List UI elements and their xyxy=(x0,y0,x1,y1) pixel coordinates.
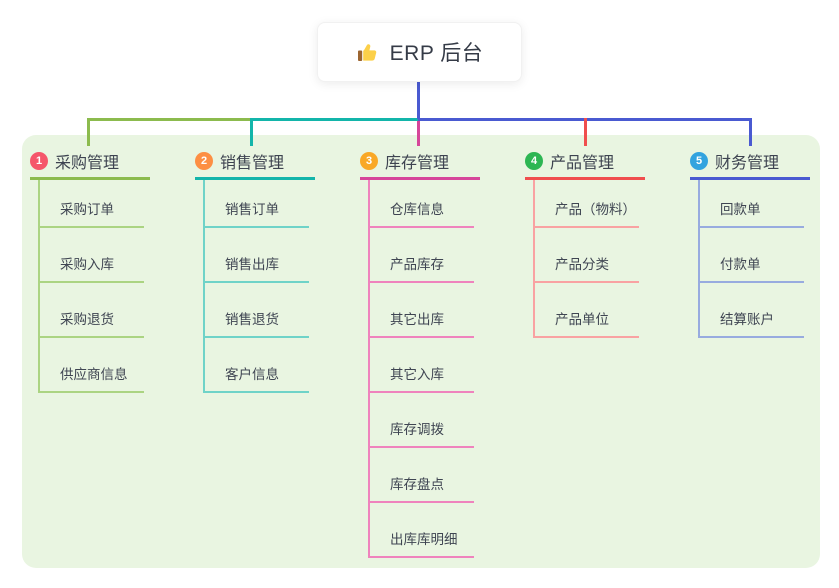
mindmap-node[interactable]: 其它入库 xyxy=(370,338,474,393)
badge-number-icon: 1 xyxy=(30,151,48,170)
node-label: 产品单位 xyxy=(555,312,609,327)
connector-line xyxy=(87,118,90,146)
mindmap-panel xyxy=(22,135,820,568)
mindmap-node[interactable]: 回款单 xyxy=(700,180,804,228)
connector-line xyxy=(252,118,418,121)
branch-node[interactable]: 4 产品管理 xyxy=(525,147,645,180)
badge-number-icon: 4 xyxy=(525,151,543,170)
node-label: 供应商信息 xyxy=(60,367,128,382)
node-label: 产品库存 xyxy=(390,257,444,272)
root-node-title: ERP 后台 xyxy=(389,42,484,65)
node-label: 采购入库 xyxy=(60,257,114,272)
badge-number-icon: 3 xyxy=(360,151,378,170)
mindmap-node[interactable]: 销售退货 xyxy=(205,283,309,338)
mindmap-node[interactable]: 销售出库 xyxy=(205,228,309,283)
root-node[interactable]: ERP 后台 xyxy=(317,22,522,82)
branch-children: 产品（物料） 产品分类 产品单位 xyxy=(533,180,639,338)
connector-line xyxy=(250,118,253,146)
thumbs-up-icon xyxy=(357,44,376,61)
node-label: 回款单 xyxy=(720,202,761,217)
mindmap-node[interactable]: 采购入库 xyxy=(40,228,144,283)
branch-children: 仓库信息 产品库存 其它出库 其它入库 库存调拨 库存盘点 出库库明细 xyxy=(368,180,474,558)
badge-number-icon: 2 xyxy=(195,151,213,170)
node-label: 客户信息 xyxy=(225,367,279,382)
node-label: 其它出库 xyxy=(390,312,444,327)
node-label: 结算账户 xyxy=(720,312,774,327)
mindmap-node[interactable]: 销售订单 xyxy=(205,180,309,228)
node-label: 采购退货 xyxy=(60,312,114,327)
branch-node[interactable]: 2 销售管理 xyxy=(195,147,315,180)
branch-label: 销售管理 xyxy=(220,154,285,172)
connector-line xyxy=(87,118,252,121)
node-label: 产品分类 xyxy=(555,257,609,272)
mindmap-node[interactable]: 付款单 xyxy=(700,228,804,283)
branch-label: 采购管理 xyxy=(55,154,120,172)
node-label: 出库库明细 xyxy=(390,532,458,547)
branch-purchase: 1 采购管理 采购订单 采购入库 采购退货 供应商信息 xyxy=(30,147,150,393)
mindmap-node[interactable]: 产品（物料） xyxy=(535,180,639,228)
node-label: 销售订单 xyxy=(225,202,279,217)
mindmap-node[interactable]: 仓库信息 xyxy=(370,180,474,228)
branch-node[interactable]: 3 库存管理 xyxy=(360,147,480,180)
node-label: 仓库信息 xyxy=(390,202,444,217)
branch-finance: 5 财务管理 回款单 付款单 结算账户 xyxy=(690,147,810,338)
mindmap-node[interactable]: 供应商信息 xyxy=(40,338,144,393)
mindmap-node[interactable]: 其它出库 xyxy=(370,283,474,338)
branch-sales: 2 销售管理 销售订单 销售出库 销售退货 客户信息 xyxy=(195,147,315,393)
mindmap-node[interactable]: 库存调拨 xyxy=(370,393,474,448)
mindmap-node[interactable]: 产品分类 xyxy=(535,228,639,283)
mindmap-node[interactable]: 客户信息 xyxy=(205,338,309,393)
mindmap-node[interactable]: 出库库明细 xyxy=(370,503,474,558)
connector-line xyxy=(749,118,752,146)
node-label: 产品（物料） xyxy=(555,202,636,217)
mindmap-node[interactable]: 库存盘点 xyxy=(370,448,474,503)
node-label: 付款单 xyxy=(720,257,761,272)
mindmap-node[interactable]: 采购订单 xyxy=(40,180,144,228)
branch-inventory: 3 库存管理 仓库信息 产品库存 其它出库 其它入库 库存调拨 库存盘点 出库库… xyxy=(360,147,480,558)
branch-label: 产品管理 xyxy=(550,154,615,172)
branch-label: 库存管理 xyxy=(385,154,450,172)
branch-label: 财务管理 xyxy=(715,154,780,172)
node-label: 销售退货 xyxy=(225,312,279,327)
mindmap-node[interactable]: 产品单位 xyxy=(535,283,639,338)
badge-number-icon: 5 xyxy=(690,151,708,170)
branch-product: 4 产品管理 产品（物料） 产品分类 产品单位 xyxy=(525,147,645,338)
connector-line xyxy=(584,118,587,146)
branch-node[interactable]: 1 采购管理 xyxy=(30,147,150,180)
node-label: 采购订单 xyxy=(60,202,114,217)
node-label: 其它入库 xyxy=(390,367,444,382)
branch-children: 销售订单 销售出库 销售退货 客户信息 xyxy=(203,180,309,393)
mindmap-node[interactable]: 产品库存 xyxy=(370,228,474,283)
connector-line xyxy=(417,82,420,119)
node-label: 库存调拨 xyxy=(390,422,444,437)
mindmap-node[interactable]: 采购退货 xyxy=(40,283,144,338)
mindmap-node[interactable]: 结算账户 xyxy=(700,283,804,338)
connector-line xyxy=(417,121,420,146)
branch-children: 回款单 付款单 结算账户 xyxy=(698,180,804,338)
branch-node[interactable]: 5 财务管理 xyxy=(690,147,810,180)
node-label: 销售出库 xyxy=(225,257,279,272)
node-label: 库存盘点 xyxy=(390,477,444,492)
branch-children: 采购订单 采购入库 采购退货 供应商信息 xyxy=(38,180,144,393)
